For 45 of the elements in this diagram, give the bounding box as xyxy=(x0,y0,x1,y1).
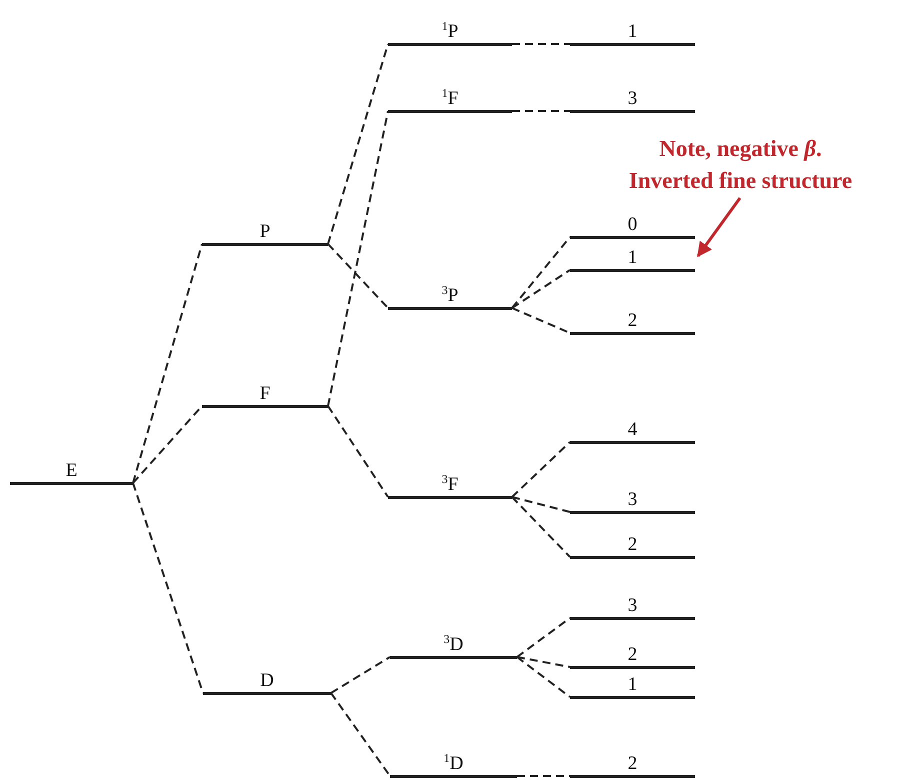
note-text: Note, negative β. xyxy=(659,136,822,161)
level-label: $^{3}$P xyxy=(440,286,460,304)
level-label: 0 xyxy=(626,214,638,234)
dashed-connector xyxy=(327,110,389,406)
dashed-connector xyxy=(512,496,570,513)
dashed-connector xyxy=(330,656,391,694)
level-label: 1 xyxy=(626,248,638,266)
dashed-connector xyxy=(511,441,571,498)
level-label: 2 xyxy=(626,754,638,772)
level-label: $^{3}$F xyxy=(440,474,460,494)
dashed-connector xyxy=(330,692,391,777)
level-label: 4 xyxy=(626,420,638,438)
dashed-connector xyxy=(516,656,570,668)
level-label: 2 xyxy=(626,534,638,554)
dashed-connector xyxy=(516,656,571,698)
arrow xyxy=(696,197,742,258)
dashed-connector xyxy=(512,307,570,334)
level-label: $^{1}$P xyxy=(440,22,460,40)
dashed-connector xyxy=(511,269,571,309)
dashed-connector xyxy=(132,244,203,484)
dashed-connector xyxy=(516,617,571,658)
level-label: $^{3}$D xyxy=(442,634,464,654)
level-label: 1 xyxy=(626,22,638,40)
dashed-connector xyxy=(512,110,570,112)
dashed-connector xyxy=(511,236,571,309)
dashed-connector xyxy=(511,496,571,558)
level-label: 2 xyxy=(626,644,638,664)
note-text: Inverted fine structure xyxy=(628,168,852,193)
dashed-connector xyxy=(132,482,204,694)
level-label: 1 xyxy=(626,674,638,694)
dashed-connector xyxy=(512,43,570,45)
level-label: D xyxy=(259,670,275,690)
dashed-connector xyxy=(327,405,389,498)
level-label: $^{1}$F xyxy=(440,88,460,108)
dashed-connector xyxy=(327,243,389,309)
level-label: 3 xyxy=(626,490,638,508)
level-label: P xyxy=(258,222,272,240)
level-label: $^{1}$D xyxy=(442,754,464,772)
dashed-connector xyxy=(327,44,389,244)
level-label: 3 xyxy=(626,596,638,614)
level-label: 2 xyxy=(626,310,638,330)
level-label: E xyxy=(64,460,78,480)
level-label: F xyxy=(258,384,272,402)
level-label: 3 xyxy=(626,88,638,108)
dashed-connector xyxy=(517,775,570,777)
